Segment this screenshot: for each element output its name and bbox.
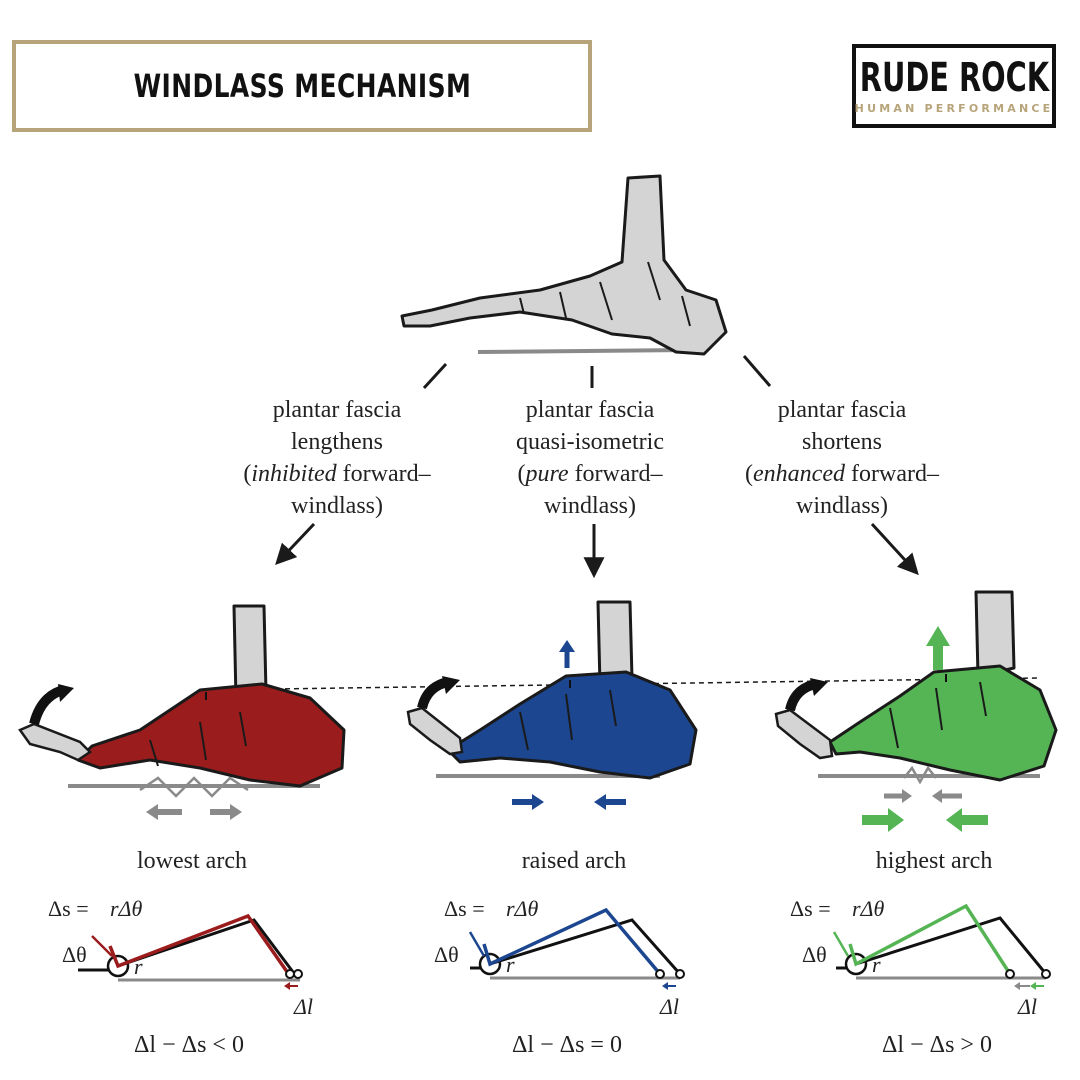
branch-line2: quasi-isometric: [516, 429, 664, 455]
ds-label: Δs =: [48, 896, 89, 921]
equation-highest: Δl − Δs > 0: [882, 1032, 992, 1058]
highest-arch-arrows: [862, 626, 988, 832]
branch-line4: windlass): [291, 493, 383, 519]
arch-label-highest: highest arch: [875, 848, 993, 874]
arch-label-lowest: lowest arch: [137, 848, 247, 874]
branch-line3: (inhibited forward–: [243, 461, 431, 487]
equation-raised: Δl − Δs = 0: [512, 1032, 622, 1058]
mechanism-lowest: [78, 913, 303, 990]
branch-line4: windlass): [544, 493, 636, 519]
branch-line4: windlass): [796, 493, 888, 519]
dtheta-label: Δθ: [434, 942, 459, 967]
ds-label: Δs =: [444, 896, 485, 921]
title-box: WINDLASS MECHANISM: [12, 40, 592, 132]
brand-logo: RUDE ROCK HUMAN PERFORMANCE: [852, 44, 1056, 128]
branch-label-shortens: plantar fascia shortens (enhanced forwar…: [712, 394, 972, 522]
branch-line2: shortens: [802, 429, 882, 455]
raised-arch-foot: [406, 600, 698, 780]
dl-label: Δl: [1018, 994, 1038, 1019]
logo-main-text: RUDE ROCK: [859, 54, 1049, 101]
radius-label: r: [506, 952, 515, 977]
r-dtheta-label: rΔθ: [110, 896, 143, 921]
arch-label-raised: raised arch: [521, 848, 627, 874]
branch-line-left: [422, 362, 448, 390]
mechanism-highest: [832, 903, 1051, 990]
logo-sub-text: HUMAN PERFORMANCE: [854, 101, 1054, 115]
raised-arch-arrows: [512, 640, 626, 810]
branch-line1: plantar fascia: [777, 397, 907, 423]
branch-line3: (pure forward–: [517, 461, 663, 487]
radius-label: r: [872, 952, 881, 977]
neutral-foot-illustration: [400, 174, 728, 356]
r-dtheta-label: rΔθ: [506, 896, 539, 921]
lowest-arch-foot: [18, 604, 346, 798]
r-dtheta-label: rΔθ: [852, 896, 885, 921]
lowest-arch-lengthen-arrows: [146, 804, 242, 820]
ds-label: Δs =: [790, 896, 831, 921]
branch-line2: lengthens: [291, 429, 383, 455]
branch-line1: plantar fascia: [272, 397, 402, 423]
branch-label-quasi-isometric: plantar fascia quasi-isometric (pure for…: [460, 394, 720, 522]
dl-label: Δl: [294, 994, 314, 1019]
branch-line-right: [742, 355, 772, 387]
branch-label-lengthens: plantar fascia lengthens (inhibited forw…: [207, 394, 467, 522]
page-title: WINDLASS MECHANISM: [133, 67, 471, 105]
mechanism-raised: [468, 907, 685, 990]
arrow-to-highest: [870, 522, 919, 576]
arrow-to-lowest: [275, 522, 316, 566]
branch-line1: plantar fascia: [525, 397, 655, 423]
equation-lowest: Δl − Δs < 0: [134, 1032, 244, 1058]
dl-label: Δl: [660, 994, 680, 1019]
radius-label: r: [134, 954, 143, 979]
dtheta-label: Δθ: [62, 942, 87, 967]
branch-line3: (enhanced forward–: [745, 461, 939, 487]
highest-arch-foot: [774, 590, 1058, 785]
dtheta-label: Δθ: [802, 942, 827, 967]
